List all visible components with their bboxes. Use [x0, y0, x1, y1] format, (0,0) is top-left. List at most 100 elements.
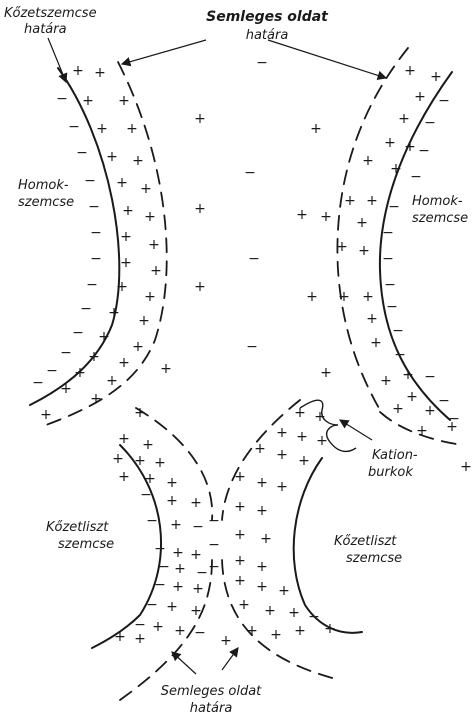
cation-plus-sign: + [234, 553, 246, 569]
cation-plus-sign: + [234, 527, 246, 543]
anion-minus-sign: − [84, 173, 96, 189]
cation-plus-sign: + [270, 627, 282, 643]
cation-plus-sign: + [106, 373, 118, 389]
cation-plus-sign: + [74, 365, 86, 381]
cation-plus-sign: + [234, 469, 246, 485]
cation-plus-sign: + [288, 605, 300, 621]
cation-plus-sign: + [98, 329, 110, 345]
anion-minus-sign: − [196, 565, 208, 581]
grain-boundary-label-line1: Kőzetszemcse [4, 6, 97, 21]
cation-plus-sign: + [154, 455, 166, 471]
cation-plus-sign: + [338, 289, 350, 305]
anion-minus-sign: − [424, 369, 436, 385]
anion-minus-sign: − [418, 143, 430, 159]
left-silt-grain-label-line1: Kőzetliszt [46, 520, 108, 535]
cation-plus-sign: + [144, 209, 156, 225]
anion-minus-sign: − [208, 513, 220, 529]
cation-plus-sign: + [194, 111, 206, 127]
anion-minus-sign: − [46, 363, 58, 379]
anion-minus-sign: − [146, 513, 158, 529]
cation-plus-sign: + [170, 517, 182, 533]
cation-plus-sign: + [256, 503, 268, 519]
anion-minus-sign: − [72, 325, 84, 341]
cation-plus-sign: + [190, 495, 202, 511]
anion-minus-sign: − [80, 301, 92, 317]
cation-plus-sign: + [108, 305, 120, 321]
anion-minus-sign: − [438, 393, 450, 409]
anion-minus-sign: − [392, 323, 404, 339]
anion-minus-sign: − [90, 251, 102, 267]
cation-plus-sign: + [60, 381, 72, 397]
cation-plus-sign: + [402, 367, 414, 383]
neutral-boundary-bottom-label-line1: Semleges oldat [146, 684, 276, 699]
anion-minus-sign: − [384, 277, 396, 293]
cation-plus-sign: + [430, 69, 442, 85]
cation-plus-sign: + [40, 407, 52, 423]
cation-plus-sign: + [160, 361, 172, 377]
anion-minus-sign: − [140, 487, 152, 503]
cation-plus-sign: + [366, 311, 378, 327]
cation-plus-sign: + [120, 255, 132, 271]
cation-plus-sign: + [220, 633, 232, 649]
neutral-boundary-arrow-left [122, 40, 206, 64]
neutral-boundary-bottom-label-line2: határa [146, 701, 276, 716]
cation-plus-sign: + [106, 149, 118, 165]
cation-plus-sign: + [294, 623, 306, 639]
right-sand-grain-boundary [380, 72, 452, 420]
anion-minus-sign: − [244, 165, 256, 181]
cation-plus-sign: + [140, 181, 152, 197]
cation-plus-sign: + [406, 389, 418, 405]
cation-plus-sign: + [134, 453, 146, 469]
bottom-boundary-arrow-left [172, 652, 196, 674]
cation-plus-sign: + [256, 475, 268, 491]
cation-plus-sign: + [116, 175, 128, 191]
cation-plus-sign: + [356, 215, 368, 231]
anion-minus-sign: − [308, 609, 320, 625]
cation-plus-sign: + [344, 193, 356, 209]
cation-sheath-label-line1: Kation- [372, 448, 418, 463]
cation-plus-sign: + [276, 479, 288, 495]
grain-boundary-label-line2: határa [24, 22, 67, 37]
anion-minus-sign: − [382, 225, 394, 241]
anion-minus-sign: − [32, 375, 44, 391]
anion-minus-sign: − [410, 169, 422, 185]
cation-plus-sign: + [166, 493, 178, 509]
anion-minus-sign: − [60, 345, 72, 361]
cation-plus-sign: + [88, 349, 100, 365]
cation-plus-sign: + [120, 229, 132, 245]
anion-minus-sign: − [88, 199, 100, 215]
cation-plus-sign: + [122, 203, 134, 219]
cation-plus-sign: + [144, 471, 156, 487]
left-silt-grain-label-line2: szemcse [58, 537, 114, 552]
cation-plus-sign: + [174, 561, 186, 577]
cation-plus-sign: + [82, 93, 94, 109]
cation-plus-sign: + [256, 579, 268, 595]
cation-plus-sign: + [90, 391, 102, 407]
cation-sheath-brace [300, 400, 356, 451]
anion-minus-sign: − [394, 347, 406, 363]
cation-plus-sign: + [138, 313, 150, 329]
cation-plus-sign: + [362, 153, 374, 169]
cation-plus-sign: + [366, 193, 378, 209]
cation-plus-sign: + [316, 433, 328, 449]
cation-plus-sign: + [404, 139, 416, 155]
anion-minus-sign: − [388, 199, 400, 215]
cation-plus-sign: + [142, 437, 154, 453]
cation-plus-sign: + [392, 401, 404, 417]
cation-plus-sign: + [296, 429, 308, 445]
cation-sheath-arrow [340, 420, 372, 440]
cation-plus-sign: + [134, 405, 146, 421]
anion-minus-sign: − [382, 251, 394, 267]
anion-minus-sign: − [86, 277, 98, 293]
anion-minus-sign: − [56, 91, 68, 107]
cation-plus-sign: + [118, 469, 130, 485]
anion-minus-sign: − [424, 115, 436, 131]
cation-plus-sign: + [118, 355, 130, 371]
cation-plus-sign: + [72, 63, 84, 79]
cation-plus-sign: + [194, 201, 206, 217]
cation-plus-sign: + [174, 623, 186, 639]
anion-minus-sign: − [194, 625, 206, 641]
cation-plus-sign: + [172, 579, 184, 595]
cation-plus-sign: + [398, 111, 410, 127]
